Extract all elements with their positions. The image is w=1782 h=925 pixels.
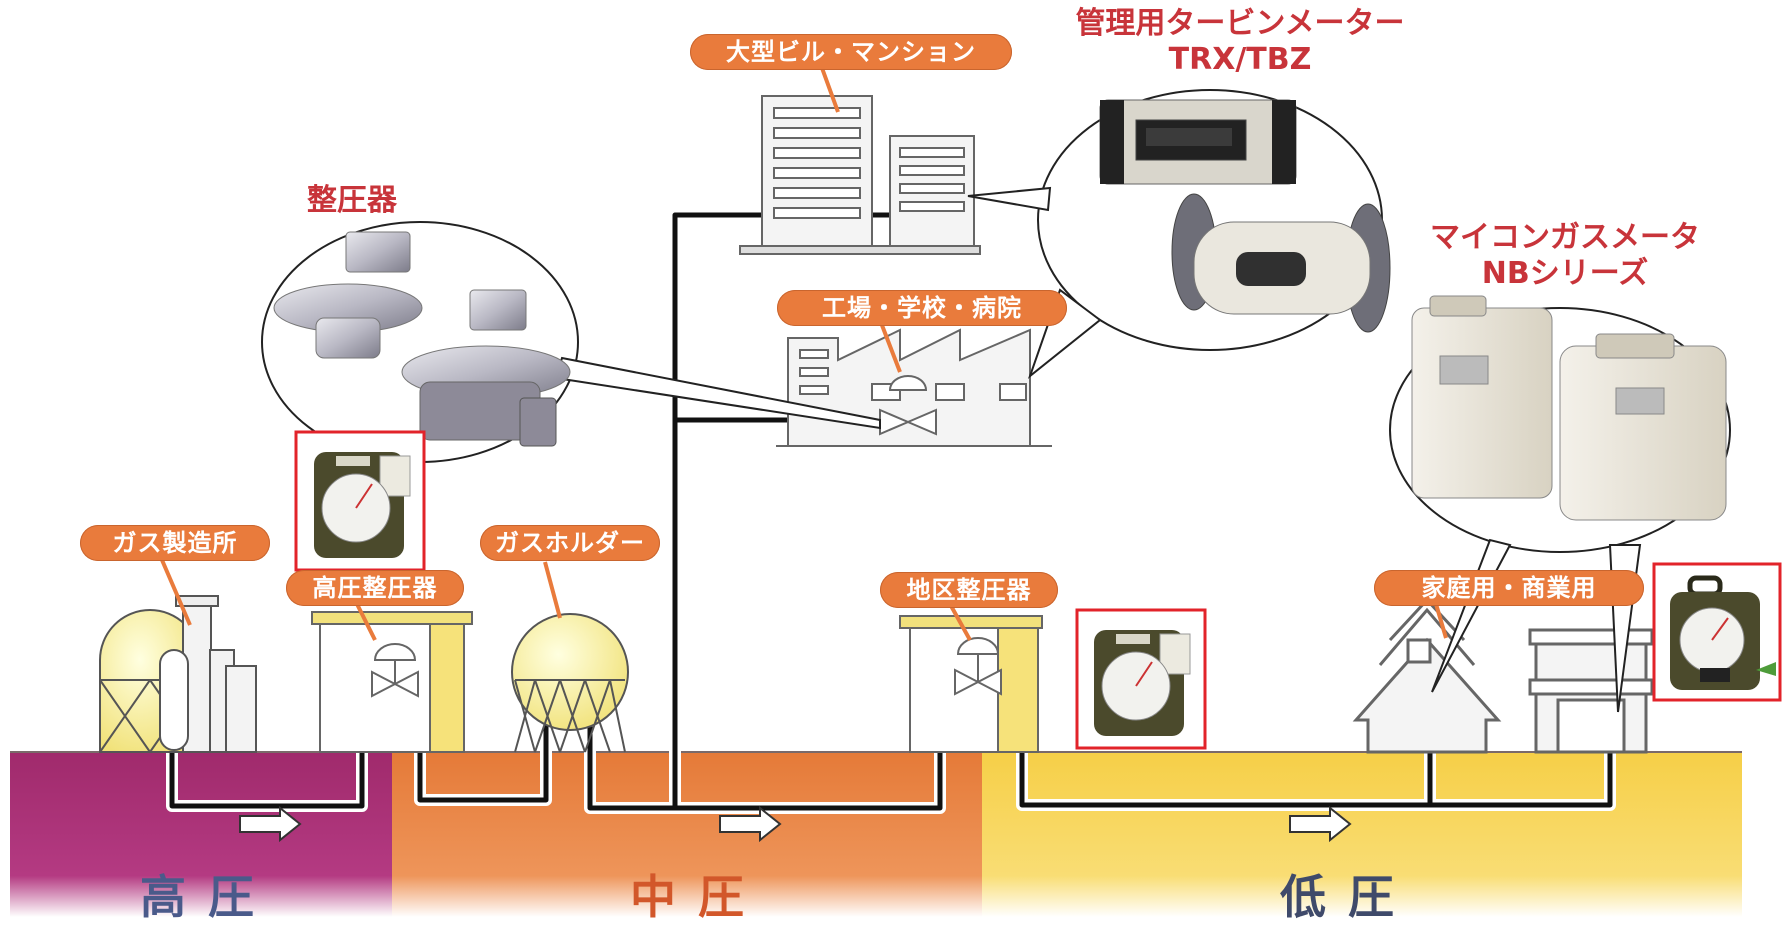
- title-turbine-meter-line2: TRX/TBZ: [1168, 42, 1312, 77]
- recorder-highlight-2: [1075, 608, 1207, 750]
- zone-label-high: 高圧: [140, 870, 276, 924]
- title-gas-meter: マイコンガスメータ NBシリーズ: [1400, 220, 1730, 292]
- title-gas-meter-line2: NBシリーズ: [1481, 256, 1649, 291]
- title-gas-meter-line1: マイコンガスメータ: [1430, 220, 1700, 255]
- medium-pressure-zone: [392, 752, 982, 917]
- label-hp-regulator: 高圧整圧器: [286, 570, 464, 606]
- title-turbine-meter: 管理用タービンメーター TRX/TBZ: [1040, 6, 1440, 78]
- recorder-highlight-1: [294, 430, 426, 572]
- flow-arrow-medium: [719, 805, 782, 843]
- house-illustration: [1352, 597, 1502, 754]
- pressure-recorder-icon: [1094, 630, 1191, 736]
- gas-plant-illustration: [99, 595, 257, 753]
- high-pressure-zone: [10, 752, 392, 917]
- pressure-recorder-icon: [1670, 575, 1776, 690]
- shop-illustration: [1528, 628, 1654, 754]
- district-regulator-station: [899, 615, 1043, 753]
- label-gas-holder: ガスホルダー: [480, 525, 660, 561]
- flow-arrow-high: [239, 805, 302, 843]
- gas-holder-illustration: [511, 613, 629, 753]
- title-turbine-meter-line1: 管理用タービンメーター: [1075, 6, 1405, 41]
- title-regulator: 整圧器: [307, 183, 397, 218]
- zone-label-low: 低圧: [1280, 870, 1416, 924]
- large-building-illustration: [739, 95, 981, 255]
- regulator-product-image: [273, 231, 571, 447]
- label-factory: 工場・学校・病院: [777, 290, 1067, 326]
- turbine-meter-product-image: [1099, 99, 1391, 333]
- label-residential: 家庭用・商業用: [1374, 570, 1644, 606]
- hp-regulator-station: [311, 611, 473, 753]
- recorder-highlight-3: [1652, 562, 1782, 702]
- gas-meter-product-image: [1411, 295, 1727, 521]
- label-district-regulator: 地区整圧器: [880, 572, 1058, 608]
- factory-illustration: [776, 328, 1052, 447]
- pressure-recorder-icon: [314, 452, 411, 558]
- flow-arrow-low: [1289, 805, 1352, 843]
- gas-plant-pointer: [160, 559, 192, 626]
- label-gas-plant: ガス製造所: [80, 525, 270, 561]
- label-large-building: 大型ビル・マンション: [690, 34, 1012, 70]
- zone-label-medium: 中圧: [630, 870, 766, 924]
